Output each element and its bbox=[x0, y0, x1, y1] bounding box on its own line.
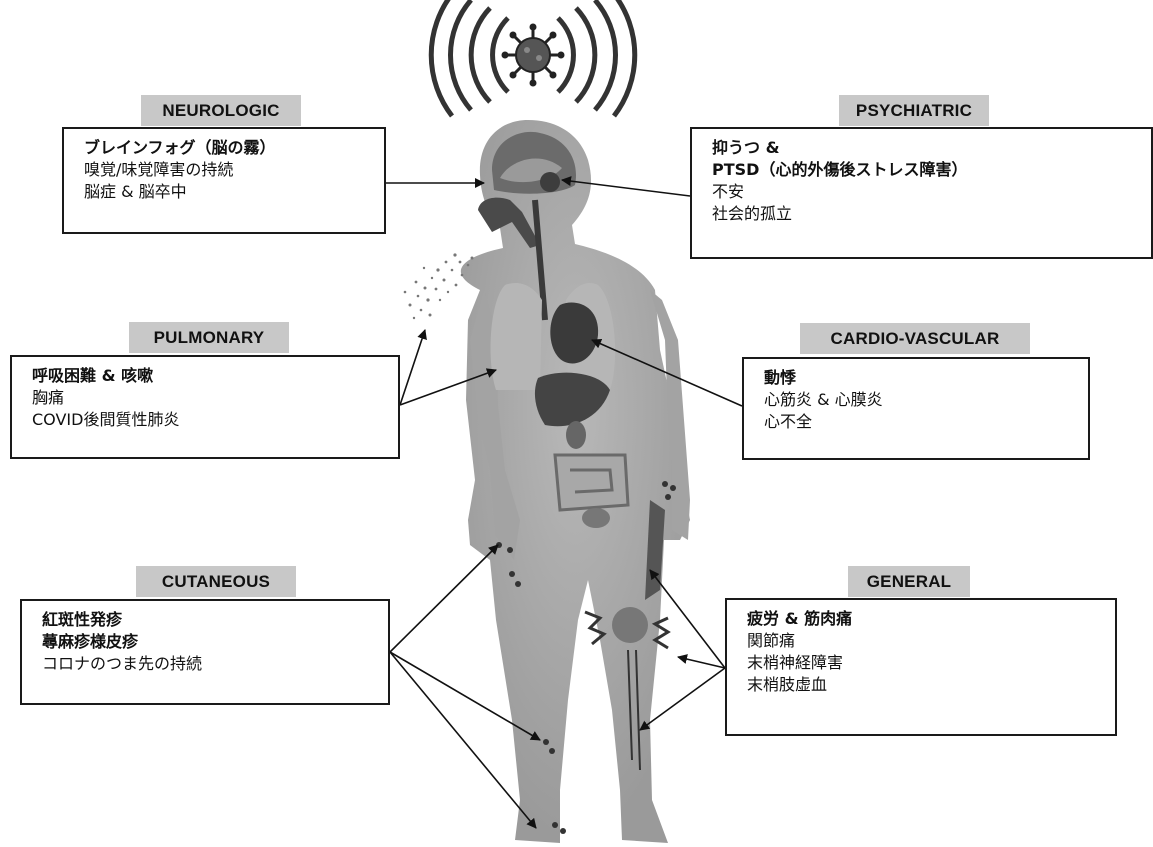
psychiatric-line-2: PTSD（心的外傷後ストレス障害） bbox=[712, 159, 1137, 181]
cardiovascular-line-3: 心不全 bbox=[764, 411, 1074, 433]
virus-icon bbox=[502, 24, 565, 87]
cutaneous-line-2: 蕁麻疹様皮疹 bbox=[42, 631, 374, 653]
psychiatric-line-1: 抑うつ & bbox=[712, 137, 1137, 159]
psychiatric-line-3: 不安 bbox=[712, 181, 1137, 203]
arrow-general-thigh bbox=[650, 570, 725, 668]
arrow-cutaneous-hand bbox=[390, 545, 498, 652]
general-line-3: 末梢神経障害 bbox=[747, 652, 1101, 674]
pulmonary-line-3: COVID後間質性肺炎 bbox=[32, 409, 384, 431]
cutaneous-box: 紅斑性発疹 蕁麻疹様皮疹 コロナのつま先の持続 bbox=[20, 599, 390, 705]
general-box: 疲労 & 筋肉痛 関節痛 末梢神経障害 末梢肢虚血 bbox=[725, 598, 1117, 736]
pulmonary-line-2: 胸痛 bbox=[32, 387, 384, 409]
neurologic-box: ブレインフォグ（脳の霧） 嗅覚/味覚障害の持続 脳症 & 脳卒中 bbox=[62, 127, 386, 234]
cutaneous-line-3: コロナのつま先の持続 bbox=[42, 653, 374, 675]
pulmonary-line-1: 呼吸困難 & 咳嗽 bbox=[32, 365, 384, 387]
psychiatric-label: PSYCHIATRIC bbox=[839, 95, 989, 126]
general-line-4: 末梢肢虚血 bbox=[747, 674, 1101, 696]
general-label: GENERAL bbox=[848, 566, 970, 597]
neurologic-label: NEUROLOGIC bbox=[141, 95, 301, 126]
pulmonary-box: 呼吸困難 & 咳嗽 胸痛 COVID後間質性肺炎 bbox=[10, 355, 400, 459]
cardiovascular-line-1: 動悸 bbox=[764, 367, 1074, 389]
general-line-2: 関節痛 bbox=[747, 630, 1101, 652]
psychiatric-box: 抑うつ & PTSD（心的外傷後ストレス障害） 不安 社会的孤立 bbox=[690, 127, 1153, 259]
cardiovascular-label: CARDIO-VASCULAR bbox=[800, 323, 1030, 354]
general-line-1: 疲労 & 筋肉痛 bbox=[747, 608, 1101, 630]
arrow-pulmonary-upper bbox=[400, 330, 425, 405]
spray-cloud bbox=[404, 253, 474, 319]
neurologic-line-2: 嗅覚/味覚障害の持続 bbox=[84, 159, 370, 181]
neurologic-line-1: ブレインフォグ（脳の霧） bbox=[84, 137, 370, 159]
cardiovascular-line-2: 心筋炎 & 心膜炎 bbox=[764, 389, 1074, 411]
neurologic-line-3: 脳症 & 脳卒中 bbox=[84, 181, 370, 203]
cutaneous-label: CUTANEOUS bbox=[136, 566, 296, 597]
psychiatric-line-4: 社会的孤立 bbox=[712, 203, 1137, 225]
cutaneous-line-1: 紅斑性発疹 bbox=[42, 609, 374, 631]
pulmonary-label: PULMONARY bbox=[129, 322, 289, 353]
cardiovascular-box: 動悸 心筋炎 & 心膜炎 心不全 bbox=[742, 357, 1090, 460]
human-body-figure bbox=[461, 120, 690, 843]
